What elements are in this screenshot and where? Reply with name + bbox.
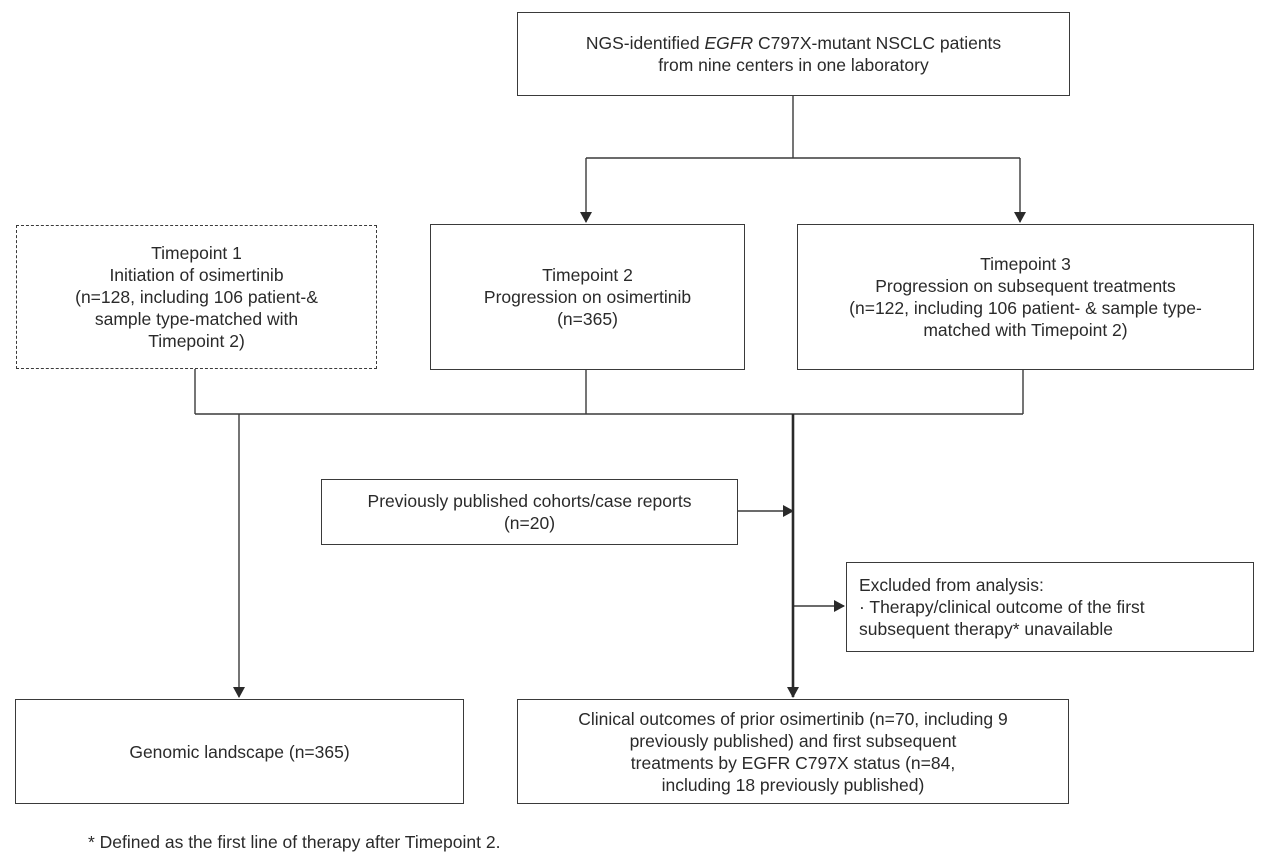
timepoint1-line: Timepoint 2) bbox=[148, 331, 245, 351]
timepoint1-line: Initiation of osimertinib bbox=[109, 265, 284, 285]
published-line: Previously published cohorts/case report… bbox=[367, 491, 692, 511]
clinical-box: Clinical outcomes of prior osimertinib (… bbox=[517, 699, 1069, 804]
footnote: * Defined as the first line of therapy a… bbox=[88, 832, 501, 852]
timepoint3-line: Progression on subsequent treatments bbox=[875, 276, 1176, 296]
genomic-box: Genomic landscape (n=365) bbox=[15, 699, 464, 804]
timepoint2-title: Timepoint 2 bbox=[542, 265, 633, 285]
clinical-line: Clinical outcomes of prior osimertinib (… bbox=[578, 708, 1008, 729]
clinical-line: treatments by EGFR C797X status (n=84, bbox=[630, 752, 956, 773]
timepoint3-line: matched with Timepoint 2) bbox=[923, 320, 1128, 340]
timepoint2-line: Progression on osimertinib bbox=[483, 287, 692, 307]
timepoint2-box: Timepoint 2 Progression on osimertinib (… bbox=[430, 224, 745, 370]
timepoint1-box: Timepoint 1 Initiation of osimertinib (n… bbox=[16, 225, 377, 369]
excluded-line: · Therapy/clinical outcome of the first bbox=[859, 597, 1145, 617]
source-line-2: from nine centers in one laboratory bbox=[658, 55, 929, 75]
published-line: (n=20) bbox=[503, 513, 556, 533]
genomic-line: Genomic landscape (n=365) bbox=[129, 741, 350, 762]
source-line-1: NGS-identified EGFR C797X-mutant NSCLC p… bbox=[585, 33, 1002, 53]
timepoint1-title: Timepoint 1 bbox=[151, 243, 242, 263]
timepoint3-line: (n=122, including 106 patient- & sample … bbox=[849, 298, 1202, 318]
excluded-box: Excluded from analysis: · Therapy/clinic… bbox=[846, 562, 1254, 652]
clinical-line: previously published) and first subseque… bbox=[629, 730, 957, 751]
clinical-line: including 18 previously published) bbox=[661, 774, 925, 795]
source-box: NGS-identified EGFR C797X-mutant NSCLC p… bbox=[517, 12, 1070, 96]
published-box: Previously published cohorts/case report… bbox=[321, 479, 738, 545]
timepoint1-line: sample type-matched with bbox=[94, 309, 299, 329]
excluded-title: Excluded from analysis: bbox=[859, 575, 1044, 595]
excluded-line: subsequent therapy* unavailable bbox=[859, 619, 1113, 639]
timepoint2-line: (n=365) bbox=[557, 309, 618, 329]
timepoint3-title: Timepoint 3 bbox=[980, 254, 1071, 274]
timepoint1-line: (n=128, including 106 patient-& bbox=[75, 287, 318, 307]
timepoint3-box: Timepoint 3 Progression on subsequent tr… bbox=[797, 224, 1254, 370]
